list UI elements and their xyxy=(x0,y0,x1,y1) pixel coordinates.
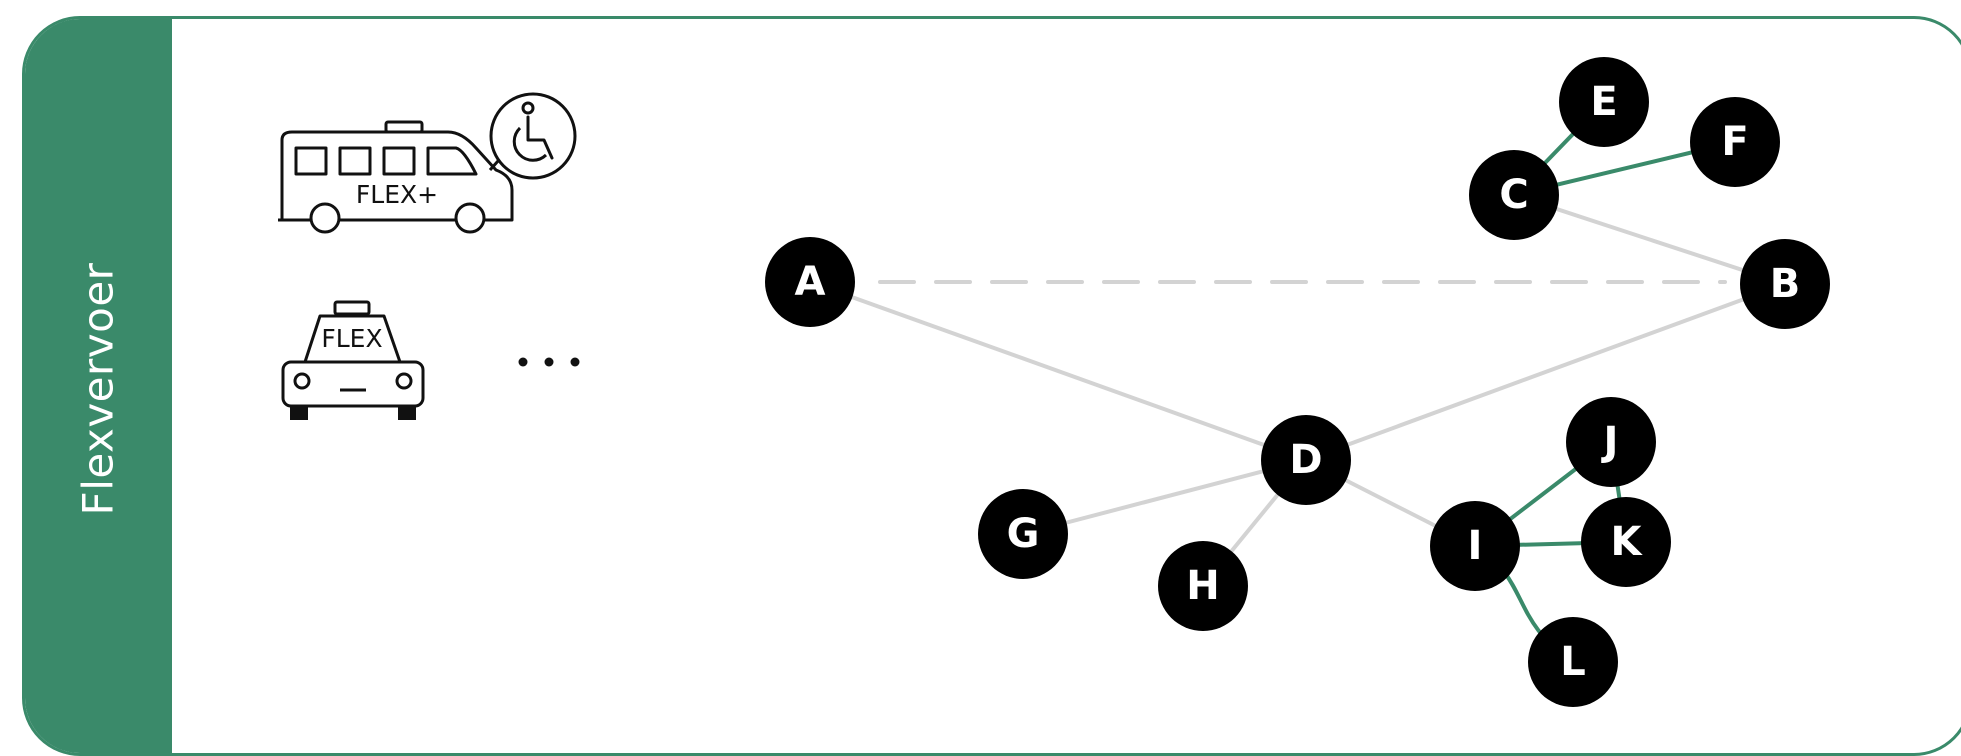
svg-text:FLEX+: FLEX+ xyxy=(356,180,438,209)
node-h: H xyxy=(1158,541,1248,631)
svg-text:J: J xyxy=(1601,419,1619,465)
sidebar: Flexvervoer xyxy=(25,19,172,753)
svg-text:FLEX: FLEX xyxy=(321,324,382,353)
node-f: F xyxy=(1690,97,1780,187)
svg-text:K: K xyxy=(1611,519,1644,565)
svg-text:G: G xyxy=(1007,511,1040,557)
edge-a-d xyxy=(808,280,1308,462)
node-c: C xyxy=(1469,150,1559,240)
node-g: G xyxy=(978,489,1068,579)
nodes: A B C D E F G H xyxy=(765,57,1830,707)
node-b: B xyxy=(1740,239,1830,329)
edge-d-b xyxy=(1304,282,1787,462)
svg-text:E: E xyxy=(1590,79,1617,125)
ellipsis xyxy=(518,357,580,367)
svg-text:D: D xyxy=(1289,437,1322,483)
svg-text:I: I xyxy=(1468,523,1483,569)
wheelchair-icon xyxy=(488,92,577,180)
node-i: I xyxy=(1430,501,1520,591)
svg-text:F: F xyxy=(1721,119,1748,165)
svg-text:L: L xyxy=(1560,639,1586,685)
node-d: D xyxy=(1261,415,1351,505)
svg-text:A: A xyxy=(795,259,826,305)
node-l: L xyxy=(1528,617,1618,707)
edge-b-c xyxy=(1512,193,1787,286)
node-e: E xyxy=(1559,57,1649,147)
svg-text:H: H xyxy=(1186,563,1219,609)
taxi-icon: FLEX xyxy=(281,300,425,420)
minibus-icon: FLEX+ xyxy=(278,120,514,234)
edge-d-g xyxy=(1021,458,1308,536)
node-k: K xyxy=(1581,497,1671,587)
node-a: A xyxy=(765,237,855,327)
svg-text:C: C xyxy=(1499,172,1528,218)
svg-text:B: B xyxy=(1770,261,1801,307)
node-j: J xyxy=(1566,397,1656,487)
